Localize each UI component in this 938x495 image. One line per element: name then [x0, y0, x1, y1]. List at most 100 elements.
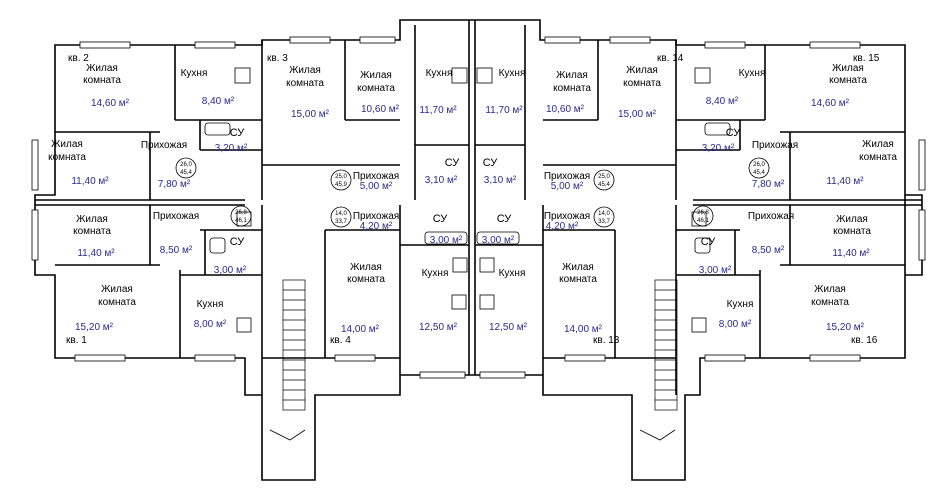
room-label: комната — [553, 83, 591, 94]
room-label: Жилая — [76, 214, 108, 225]
apartment-3: Жилая комната 15,00 м² Жилая комната 10,… — [286, 65, 460, 192]
room-label: Жилая — [626, 65, 658, 76]
tag-15-top: 26,0 — [753, 162, 765, 168]
stove-icon — [691, 317, 707, 333]
room-area: 14,60 м² — [811, 98, 850, 109]
room-label: Прихожая — [153, 211, 199, 222]
room-area: 8,50 м² — [160, 245, 193, 256]
room-area: 4,20 м² — [360, 221, 393, 232]
bathtub-icon — [424, 231, 468, 245]
apt-2-label: кв. 2 — [68, 53, 89, 64]
room-area: 11,40 м² — [826, 176, 864, 187]
room-label: Кухня — [739, 68, 766, 79]
apt-4-label: кв. 4 — [330, 335, 351, 346]
room-label: СУ — [483, 157, 499, 169]
room-label: СУ — [497, 213, 513, 225]
room-label: комната — [811, 297, 849, 308]
tag-4-top: 14,0 — [335, 211, 347, 217]
sink-icon — [479, 257, 495, 273]
room-area: 11,40 м² — [77, 248, 115, 259]
room-area: 10,60 м² — [546, 104, 585, 115]
apartment-14: Кухня 11,70 м² Жилая комната 10,60 м² Жи… — [483, 65, 662, 192]
room-label: СУ — [433, 213, 449, 225]
room-label: СУ — [230, 127, 246, 139]
room-label: Жилая — [51, 139, 83, 150]
area-tags: 26,0 45,4 25,0 45,9 14,0 33,7 26,8 46,1 … — [175, 157, 770, 228]
room-area: 3,00 м² — [430, 235, 463, 246]
apt-13-label: кв. 13 — [593, 335, 620, 346]
apartment-1: Жилая комната 11,40 м² Прихожая 8,50 м² … — [73, 211, 247, 333]
room-area: 5,00 м² — [360, 181, 393, 192]
room-area: 3,10 м² — [425, 175, 458, 186]
stove-icon — [479, 294, 495, 310]
room-label: Жилая — [350, 262, 382, 273]
room-label: Прихожая — [141, 140, 187, 151]
room-label: Жилая — [289, 65, 321, 76]
room-area: 3,20 м² — [702, 143, 735, 154]
apt-1-label: кв. 1 — [66, 335, 87, 346]
stove-icon — [476, 67, 493, 84]
room-area: 15,20 м² — [826, 322, 865, 333]
bathtub-icon — [209, 237, 226, 254]
room-label: комната — [286, 78, 324, 89]
room-area: 11,40 м² — [71, 176, 109, 187]
stove-icon — [236, 317, 252, 333]
tag-3-bottom: 45,9 — [335, 182, 347, 188]
bathtub-icon — [476, 231, 520, 245]
room-label: Кухня — [181, 68, 208, 79]
interior-walls-right — [475, 25, 922, 395]
room-area: 11,70 м² — [485, 105, 523, 116]
apt-15-label: кв. 15 — [853, 53, 880, 64]
tag-14-bottom: 45,4 — [598, 182, 610, 188]
room-label: СУ — [726, 127, 742, 139]
room-area: 8,50 м² — [752, 245, 785, 256]
room-label: Кухня — [197, 299, 224, 310]
room-label: СУ — [445, 157, 461, 169]
room-label: Жилая — [814, 284, 846, 295]
tag-16-top: 26,8 — [697, 210, 709, 216]
room-label: Кухня — [499, 68, 526, 79]
tag-1-top: 26,8 — [235, 210, 247, 216]
room-area: 3,00 м² — [214, 265, 247, 276]
tag-4-bottom: 33,7 — [335, 219, 347, 225]
room-area: 14,00 м² — [341, 324, 380, 335]
room-label: комната — [73, 226, 111, 237]
stove-icon — [236, 211, 252, 227]
room-label: Прихожая — [353, 171, 399, 182]
apartment-16: Жилая комната 11,40 м² Прихожая 8,50 м² … — [699, 211, 872, 333]
room-area: 8,40 м² — [202, 96, 235, 107]
stove-icon — [694, 67, 711, 84]
room-label: комната — [623, 78, 661, 89]
room-area: 3,00 м² — [699, 265, 732, 276]
room-label: Кухня — [499, 268, 526, 279]
room-label: Кухня — [727, 299, 754, 310]
windows — [31, 36, 926, 379]
room-area: 3,00 м² — [482, 235, 515, 246]
apt-3-label: кв. 3 — [267, 53, 288, 64]
interior-walls-left — [35, 25, 469, 395]
room-label: Жилая — [360, 70, 392, 81]
room-area: 7,80 м² — [752, 179, 785, 190]
room-area: 14,00 м² — [564, 324, 603, 335]
room-label: комната — [98, 297, 136, 308]
apt-14-label: кв. 14 — [657, 53, 684, 64]
room-area: 14,60 м² — [91, 98, 130, 109]
bathtub-icon — [694, 237, 711, 254]
tag-1-bottom: 46,1 — [235, 218, 247, 224]
room-label: комната — [829, 75, 867, 86]
apartment-13: Прихожая 4,20 м² СУ 3,00 м² Кухня 12,50 … — [482, 211, 603, 335]
room-area: 4,20 м² — [546, 221, 579, 232]
staircase-right — [639, 279, 678, 441]
room-label: комната — [48, 152, 86, 163]
room-area: 11,70 м² — [419, 105, 457, 116]
room-label: Жилая — [836, 214, 868, 225]
room-label: комната — [859, 152, 897, 163]
tag-2-top: 26,0 — [180, 162, 192, 168]
room-area: 8,40 м² — [706, 96, 739, 107]
room-area: 7,80 м² — [158, 179, 191, 190]
tag-3-top: 25,0 — [335, 174, 347, 180]
room-label: комната — [559, 274, 597, 285]
room-label: Жилая — [556, 70, 588, 81]
room-area: 15,00 м² — [618, 109, 657, 120]
